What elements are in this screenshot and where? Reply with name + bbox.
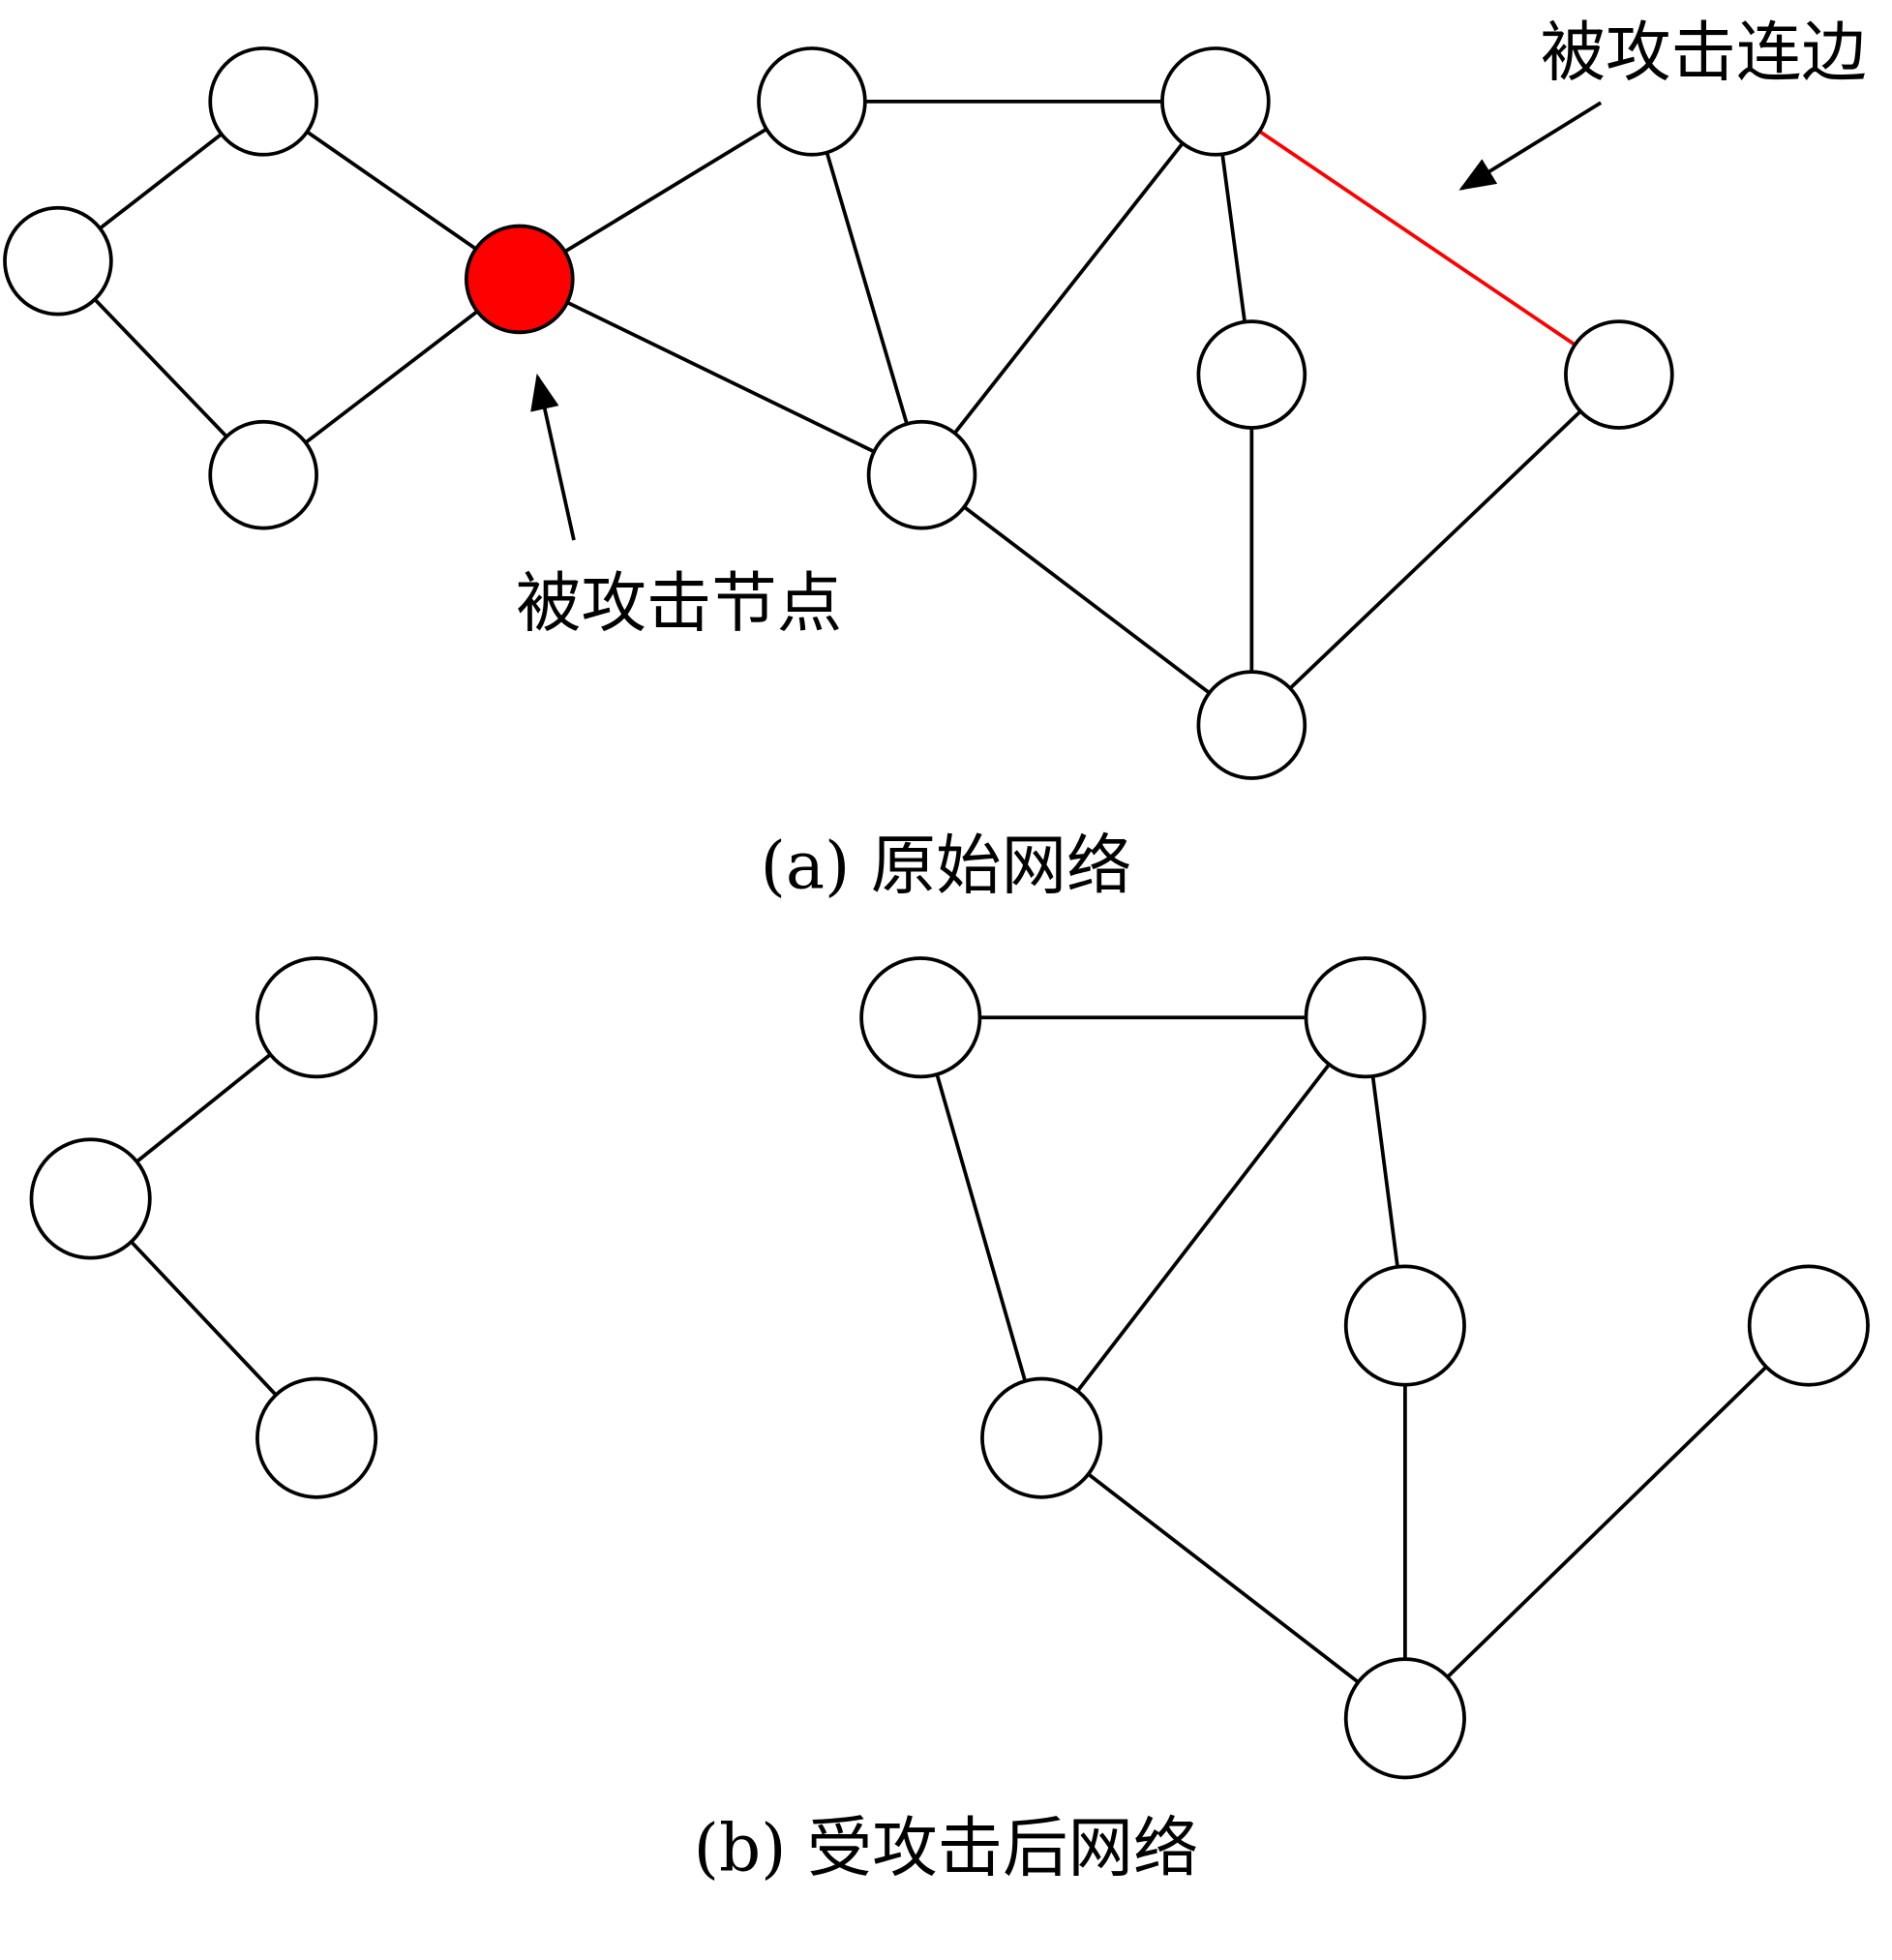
- panel-b-node: [1343, 1657, 1466, 1780]
- panel-b-nodes: [29, 956, 1870, 1780]
- panel-b-node: [29, 1137, 152, 1260]
- panel-b-edge: [1403, 1324, 1811, 1720]
- panel-a-node: [1196, 670, 1307, 780]
- panel-a-node: [757, 46, 867, 157]
- panel-b-node: [1304, 956, 1427, 1079]
- panel-a-nodes: [3, 46, 1674, 780]
- panel-a-edge: [518, 277, 923, 477]
- panel-b-node: [1747, 1264, 1870, 1387]
- panel-a-node: [208, 46, 318, 157]
- panel-b-node: [255, 956, 378, 1079]
- panel-a-edge: [920, 100, 1217, 476]
- panel-a-edge: [810, 101, 924, 476]
- attacked-node: [465, 224, 575, 335]
- panel-b-edge: [1039, 1436, 1407, 1720]
- attacked-edge-arrow: [1458, 101, 1603, 191]
- panel-b-edges: [89, 1015, 1811, 1720]
- panel-a-edge: [1250, 373, 1621, 727]
- panel-a-edge: [518, 100, 813, 281]
- panel-a-node: [3, 205, 113, 317]
- panel-a-node: [866, 419, 977, 530]
- attacked-node-label: 被攻击节点: [516, 565, 842, 642]
- attacked-edge: [1214, 100, 1620, 377]
- panel-a-edges: [56, 99, 1621, 727]
- panel-b-node: [255, 1376, 378, 1499]
- panel-a-node: [1196, 319, 1307, 430]
- panel-b-node: [1343, 1264, 1466, 1387]
- panel-b-node: [859, 956, 982, 1079]
- panel-b-node: [980, 1376, 1103, 1499]
- attacked-node-arrow: [530, 373, 576, 541]
- panel-b-edge: [918, 1016, 1043, 1439]
- caption-a: (a) 原始网络: [761, 828, 1132, 904]
- panel-a-node: [1564, 319, 1674, 430]
- attacked-edge-label: 被攻击连边: [1541, 14, 1867, 90]
- panel-a-node: [208, 419, 318, 530]
- panel-a-edge: [920, 473, 1253, 727]
- panel-a-node: [1160, 46, 1271, 157]
- panel-b-edge: [1039, 1016, 1367, 1439]
- caption-b: (b) 受攻击后网络: [694, 1810, 1199, 1886]
